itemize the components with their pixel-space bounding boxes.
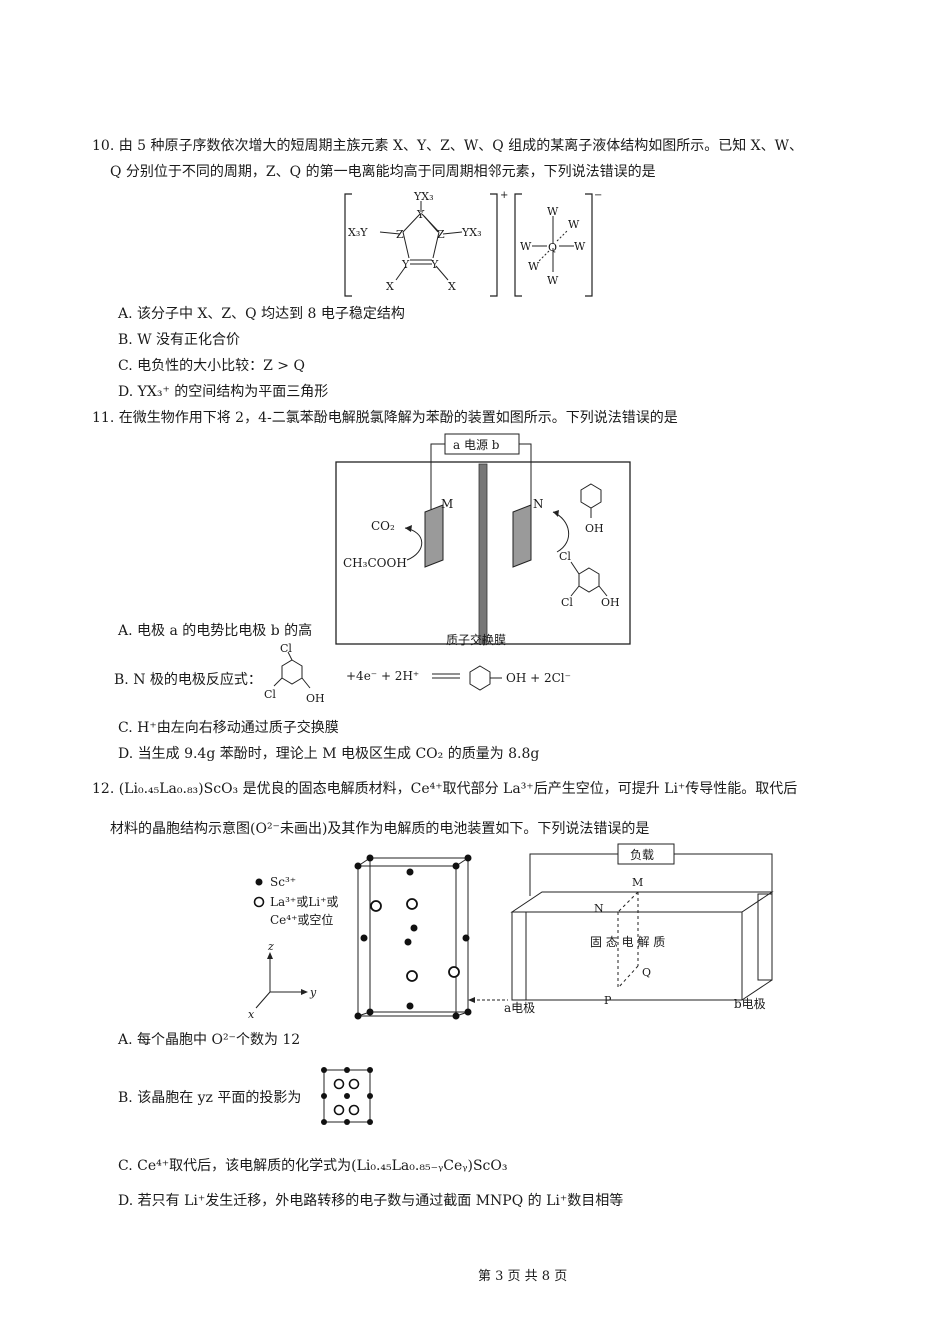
eq-cl-top: Cl [280,642,292,655]
point-n: N [594,902,604,915]
cation-atom-z-left: Z [396,228,404,241]
q10-option-b: B. W 没有正化合价 [118,332,241,348]
q10-stem-line2: Q 分别位于不同的周期，Z、Q 的第一电离能均高于同周期相邻元素，下列说法错误的… [110,164,656,180]
cation-atom-z-right: Z [437,228,445,241]
cation-label-top: YX₃ [413,190,434,203]
page-footer: 第 3 页 共 8 页 [478,1269,568,1284]
q12-option-a: A. 每个晶胞中 O²⁻个数为 12 [118,1032,301,1048]
q10-stem-line1: 10. 由 5 种原子序数依次增大的短周期主族元素 X、Y、Z、W、Q 组成的某… [92,138,804,154]
anion-w-ur: W [568,218,580,231]
q12-crystal-and-battery: Sc³⁺ La³⁺或Li⁺或 Ce⁴⁺或空位 z y x 负载 M N P Q [248,843,774,1021]
point-m: M [632,876,643,889]
cation-charge: + [500,190,508,201]
q11-option-c: C. H⁺由左向右移动通过质子交换膜 [118,720,339,736]
q11-option-b-prefix: B. N 极的电极反应式： [114,672,262,688]
point-q: Q [642,966,651,979]
anion-w-left: W [520,240,532,253]
electrolyte-label: 固 态 电 解 质 [590,935,665,949]
eq-cl-bottom: Cl [264,688,276,701]
anion-w-top: W [547,205,559,218]
legend-sc: Sc³⁺ [270,875,296,889]
axis-y: y [309,986,317,999]
anion-w-right: W [574,240,586,253]
q10-option-c: C. 电负性的大小比较：Z > Q [118,358,305,374]
a-electrode-label: a电极 [504,1001,535,1015]
power-source-label: a 电源 b [453,438,500,452]
cation-atom-y-top: Y [416,208,425,221]
cation-atom-y-br: Y [430,258,439,271]
eq-middle: +4e⁻ + 2H⁺ [346,669,419,683]
q11-stem: 11. 在微生物作用下将 2，4-二氯苯酚电解脱氯降解为苯酚的装置如图所示。下列… [92,410,678,426]
cation-x-left: X [386,280,394,293]
load-label: 负载 [630,848,654,862]
q11-electrolysis-apparatus: a 电源 b M N CO₂ CH₃COOH OH Cl Cl OH [335,433,631,645]
co2-label: CO₂ [371,519,395,533]
legend-la-2: Ce⁴⁺或空位 [270,912,333,927]
acetic-acid-label: CH₃COOH [343,556,407,570]
anion-center: Q [548,241,557,254]
q12-option-b: B. 该晶胞在 yz 平面的投影为 [118,1090,302,1106]
q10-ionic-liquid-structure: + YX₃ X₃Y Y Z Z YX₃ Y Y X X − Q W W W W … [344,190,602,297]
cation-label-left: X₃Y [348,226,368,239]
anion-w-bottom: W [547,274,559,287]
q10-option-d: D. YX₃⁺ 的空间结构为平面三角形 [118,384,329,400]
eq-product: OH + 2Cl⁻ [506,671,571,685]
eq-oh: OH [306,692,325,705]
electrode-m-label: M [441,497,453,511]
q12-option-d: D. 若只有 Li⁺发生迁移，外电路转移的电子数与通过截面 MNPQ 的 Li⁺… [118,1193,624,1209]
legend-la-1: La³⁺或Li⁺或 [270,895,338,909]
anion-charge: − [594,190,602,201]
q12-stem-line2: 材料的晶胞结构示意图(O²⁻未画出)及其作为电解质的电池装置如下。下列说法错误的… [110,821,650,837]
q11-option-d: D. 当生成 9.4g 苯酚时，理论上 M 电极区生成 CO₂ 的质量为 8.8… [118,746,540,762]
membrane-label: 质子交换膜 [446,633,507,647]
dcp-cl-top: Cl [559,550,571,563]
q10-option-a: A. 该分子中 X、Z、Q 均达到 8 电子稳定结构 [118,306,405,322]
q11-option-b-equation: Cl Cl OH +4e⁻ + 2H⁺ OH + 2Cl⁻ [264,642,571,705]
axis-x: x [248,1008,255,1021]
q12-option-b-projection [321,1067,373,1125]
point-p: P [604,994,612,1007]
q11-option-a: A. 电极 a 的电势比电极 b 的高 [118,623,313,639]
q12-stem-line1: 12. (Li₀.₄₅La₀.₈₃)ScO₃ 是优良的固态电解质材料，Ce⁴⁺取… [92,781,798,797]
cation-x-right: X [448,280,456,293]
axis-z: z [267,940,274,953]
cation-atom-y-bl: Y [401,258,410,271]
anion-w-ll: W [528,260,540,273]
cation-label-right: YX₃ [461,226,482,239]
b-electrode-label: b电极 [734,997,766,1011]
dcp-oh: OH [601,596,620,609]
phenol-oh: OH [585,522,604,535]
electrode-n-label: N [533,497,544,511]
dcp-cl-bottom: Cl [561,596,573,609]
q12-option-c: C. Ce⁴⁺取代后，该电解质的化学式为(Li₀.₄₅La₀.₈₅₋ᵧCeᵧ)S… [118,1158,508,1174]
